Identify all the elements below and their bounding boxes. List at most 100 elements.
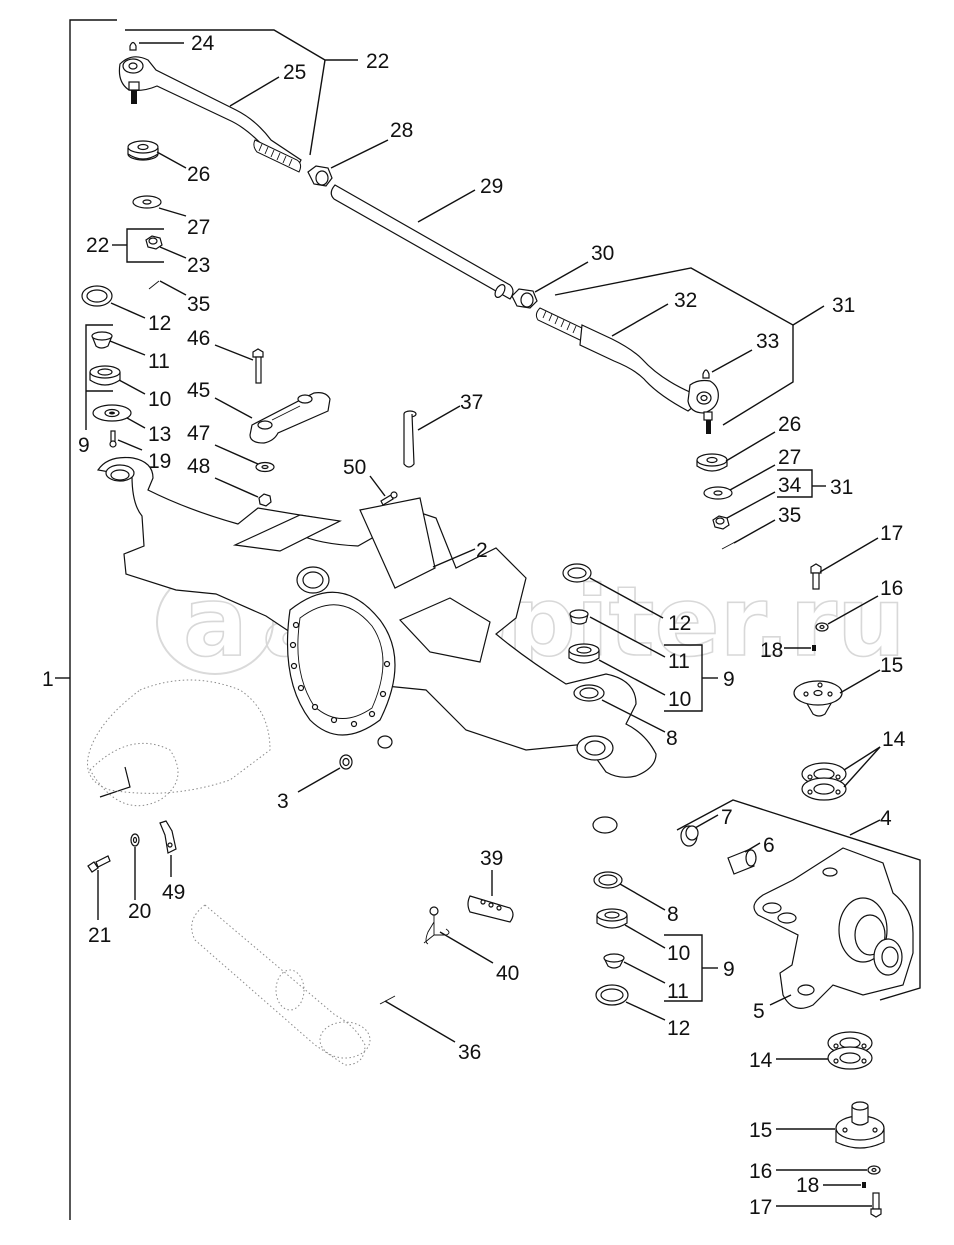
callout-16-bottom[interactable]: 16 xyxy=(749,1160,772,1183)
callout-21[interactable]: 21 xyxy=(88,924,111,947)
shield-39[interactable] xyxy=(467,895,514,923)
washer-8-right[interactable] xyxy=(573,684,605,702)
callout-31-side[interactable]: 31 xyxy=(830,476,853,499)
callout-4[interactable]: 4 xyxy=(880,807,892,830)
callout-13[interactable]: 13 xyxy=(148,423,171,446)
callout-23[interactable]: 23 xyxy=(187,254,210,277)
callout-11-left[interactable]: 11 xyxy=(148,350,170,373)
seal-7[interactable] xyxy=(680,825,699,847)
cotter-pin-36[interactable] xyxy=(379,995,396,1005)
castle-nut-23[interactable] xyxy=(145,235,163,250)
grease-fitting-3[interactable] xyxy=(339,754,353,770)
washer-20[interactable] xyxy=(130,833,140,847)
callout-14-right[interactable]: 14 xyxy=(882,728,906,751)
callout-5[interactable]: 5 xyxy=(753,1000,765,1023)
callout-27-left[interactable]: 27 xyxy=(187,216,210,239)
callout-10-left[interactable]: 10 xyxy=(148,388,171,411)
callout-33[interactable]: 33 xyxy=(756,330,779,353)
screw-50[interactable] xyxy=(380,491,398,506)
callout-46[interactable]: 46 xyxy=(187,327,210,350)
dust-ring-26-right[interactable] xyxy=(696,453,728,472)
bolt-17-right[interactable] xyxy=(810,563,822,590)
tie-rod-end-25[interactable] xyxy=(118,56,302,173)
seal-ring-12-bottom[interactable] xyxy=(595,984,629,1006)
castle-nut-34[interactable] xyxy=(712,515,730,530)
callout-22-left[interactable]: 22 xyxy=(86,234,109,257)
cotter-pin-35-left[interactable] xyxy=(148,280,160,290)
shim-14-bottom[interactable] xyxy=(827,1031,873,1070)
tie-rod-tube-29[interactable] xyxy=(330,184,514,300)
callout-7[interactable]: 7 xyxy=(721,806,733,829)
callout-8-right[interactable]: 8 xyxy=(666,727,678,750)
shim-14-right[interactable] xyxy=(801,762,847,801)
callout-16-right[interactable]: 16 xyxy=(880,577,903,600)
callout-47[interactable]: 47 xyxy=(187,422,210,445)
callout-9-left[interactable]: 9 xyxy=(78,434,90,457)
callout-39[interactable]: 39 xyxy=(480,847,503,870)
callout-24[interactable]: 24 xyxy=(191,32,215,55)
callout-29[interactable]: 29 xyxy=(480,175,503,198)
callout-50[interactable]: 50 xyxy=(343,456,366,479)
callout-31[interactable]: 31 xyxy=(832,294,855,317)
bearing-10-bottom[interactable] xyxy=(596,908,628,929)
grease-nipple-18-right[interactable] xyxy=(812,645,816,651)
washer-47[interactable] xyxy=(255,461,275,473)
callout-28[interactable]: 28 xyxy=(390,119,413,142)
callout-40[interactable]: 40 xyxy=(496,962,519,985)
callout-36[interactable]: 36 xyxy=(458,1041,481,1064)
grease-nipple-18-bottom[interactable] xyxy=(862,1182,866,1188)
kingpin-cap-15-bottom[interactable] xyxy=(835,1101,885,1149)
callout-12-right[interactable]: 12 xyxy=(668,612,691,635)
callout-48[interactable]: 48 xyxy=(187,455,210,478)
callout-22[interactable]: 22 xyxy=(366,50,389,73)
seal-13[interactable] xyxy=(92,404,132,422)
callout-9-bottom[interactable]: 9 xyxy=(723,958,735,981)
bracket-45[interactable] xyxy=(249,392,331,444)
jam-nut-28[interactable] xyxy=(307,165,333,187)
jam-nut-30[interactable] xyxy=(511,288,538,309)
callout-30[interactable]: 30 xyxy=(591,242,614,265)
dust-ring-26-left[interactable] xyxy=(127,140,159,161)
nut-48[interactable] xyxy=(258,493,272,507)
axle-housing-2[interactable] xyxy=(96,456,657,834)
callout-17-right[interactable]: 17 xyxy=(880,522,903,545)
callout-18-bottom[interactable]: 18 xyxy=(796,1174,819,1197)
washer-27-left[interactable] xyxy=(132,195,162,209)
bearing-cone-11-bottom[interactable] xyxy=(603,953,625,969)
callout-6[interactable]: 6 xyxy=(763,834,775,857)
callout-26-right[interactable]: 26 xyxy=(778,413,801,436)
callout-35-left[interactable]: 35 xyxy=(187,293,210,316)
callout-10-right[interactable]: 10 xyxy=(668,688,691,711)
callout-12-bottom[interactable]: 12 xyxy=(667,1017,690,1040)
bearing-10-right[interactable] xyxy=(568,643,600,664)
bearing-cone-11-left[interactable] xyxy=(91,331,113,349)
callout-14-bottom[interactable]: 14 xyxy=(749,1049,773,1072)
pivot-pin-37[interactable] xyxy=(403,410,417,468)
seal-ring-12-left[interactable] xyxy=(81,285,113,307)
callout-34[interactable]: 34 xyxy=(778,474,802,497)
callout-35-right[interactable]: 35 xyxy=(778,504,801,527)
bushing-6[interactable] xyxy=(727,849,757,875)
callout-8-bottom[interactable]: 8 xyxy=(667,903,679,926)
bolt-21[interactable] xyxy=(87,855,111,873)
grease-fitting-24[interactable] xyxy=(129,41,137,51)
grease-fitting-33[interactable] xyxy=(702,369,710,379)
callout-25[interactable]: 25 xyxy=(283,61,306,84)
washer-16-bottom[interactable] xyxy=(867,1165,881,1175)
callout-11-bottom[interactable]: 11 xyxy=(667,980,689,1003)
callout-18-right[interactable]: 18 xyxy=(760,639,783,662)
bracket-49[interactable] xyxy=(159,820,177,854)
callout-27-right[interactable]: 27 xyxy=(778,446,801,469)
seal-ring-12-right[interactable] xyxy=(562,563,592,583)
callout-10-bottom[interactable]: 10 xyxy=(667,942,690,965)
callout-20[interactable]: 20 xyxy=(128,900,151,923)
callout-32[interactable]: 32 xyxy=(674,289,697,312)
callout-45[interactable]: 45 xyxy=(187,379,210,402)
callout-2[interactable]: 2 xyxy=(476,539,488,562)
washer-8-bottom[interactable] xyxy=(593,871,623,889)
bearing-10-left[interactable] xyxy=(89,365,121,386)
callout-26-left[interactable]: 26 xyxy=(187,163,210,186)
callout-12-left[interactable]: 12 xyxy=(148,312,171,335)
washer-27-right[interactable] xyxy=(703,486,733,500)
callout-15-bottom[interactable]: 15 xyxy=(749,1119,772,1142)
